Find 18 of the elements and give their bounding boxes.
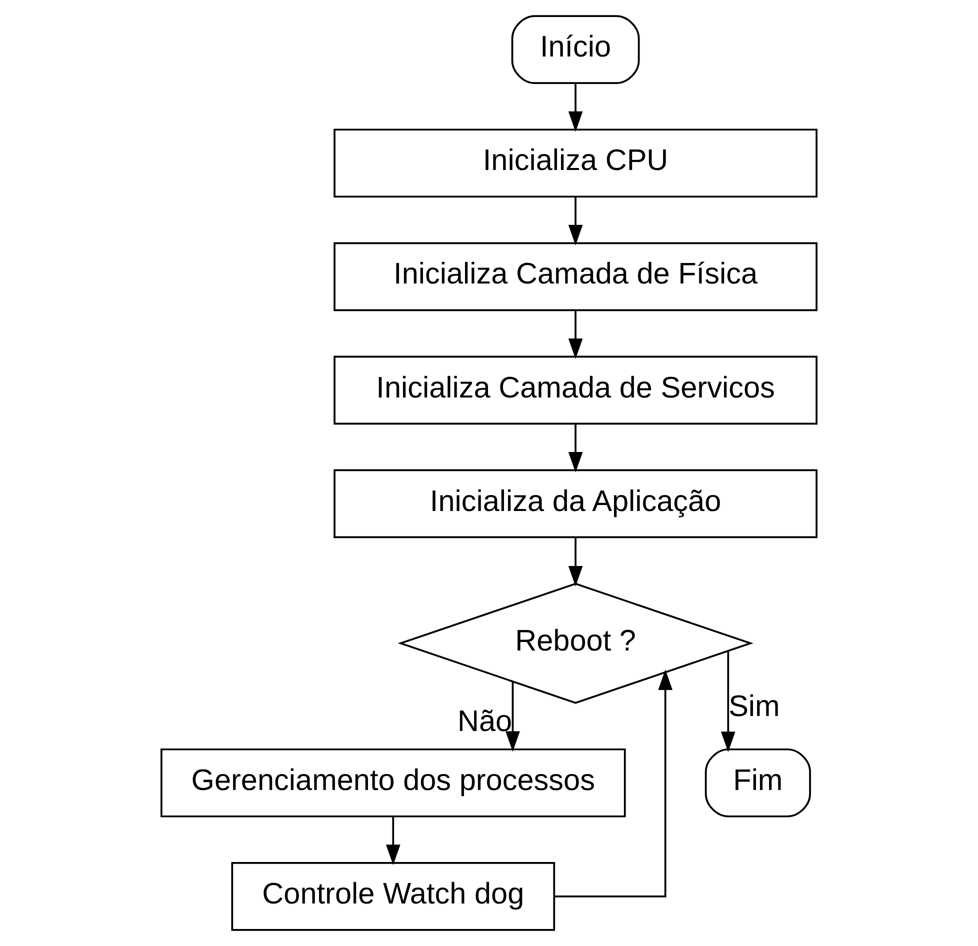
node-box: Inicializa Camada de Servicos	[334, 356, 818, 425]
node-box: Fim	[704, 748, 811, 818]
node-box: Inicializa CPU	[334, 128, 818, 198]
node-box: Controle Watch dog	[231, 862, 556, 931]
edge-label: Não	[458, 705, 512, 738]
arrow	[506, 682, 520, 752]
arrow	[554, 670, 673, 898]
node-box: Início	[511, 15, 640, 84]
arrow	[568, 197, 583, 246]
arrow	[568, 424, 583, 472]
arrow	[568, 84, 583, 132]
arrow	[386, 816, 400, 866]
node-box: Gerenciamento dos processos	[160, 748, 626, 818]
node-box: Inicializa Camada de Física	[334, 242, 818, 312]
arrow	[568, 310, 583, 359]
arrow	[720, 652, 736, 752]
arrow	[568, 538, 583, 586]
node-box: Inicializa da Aplicação	[334, 469, 818, 538]
